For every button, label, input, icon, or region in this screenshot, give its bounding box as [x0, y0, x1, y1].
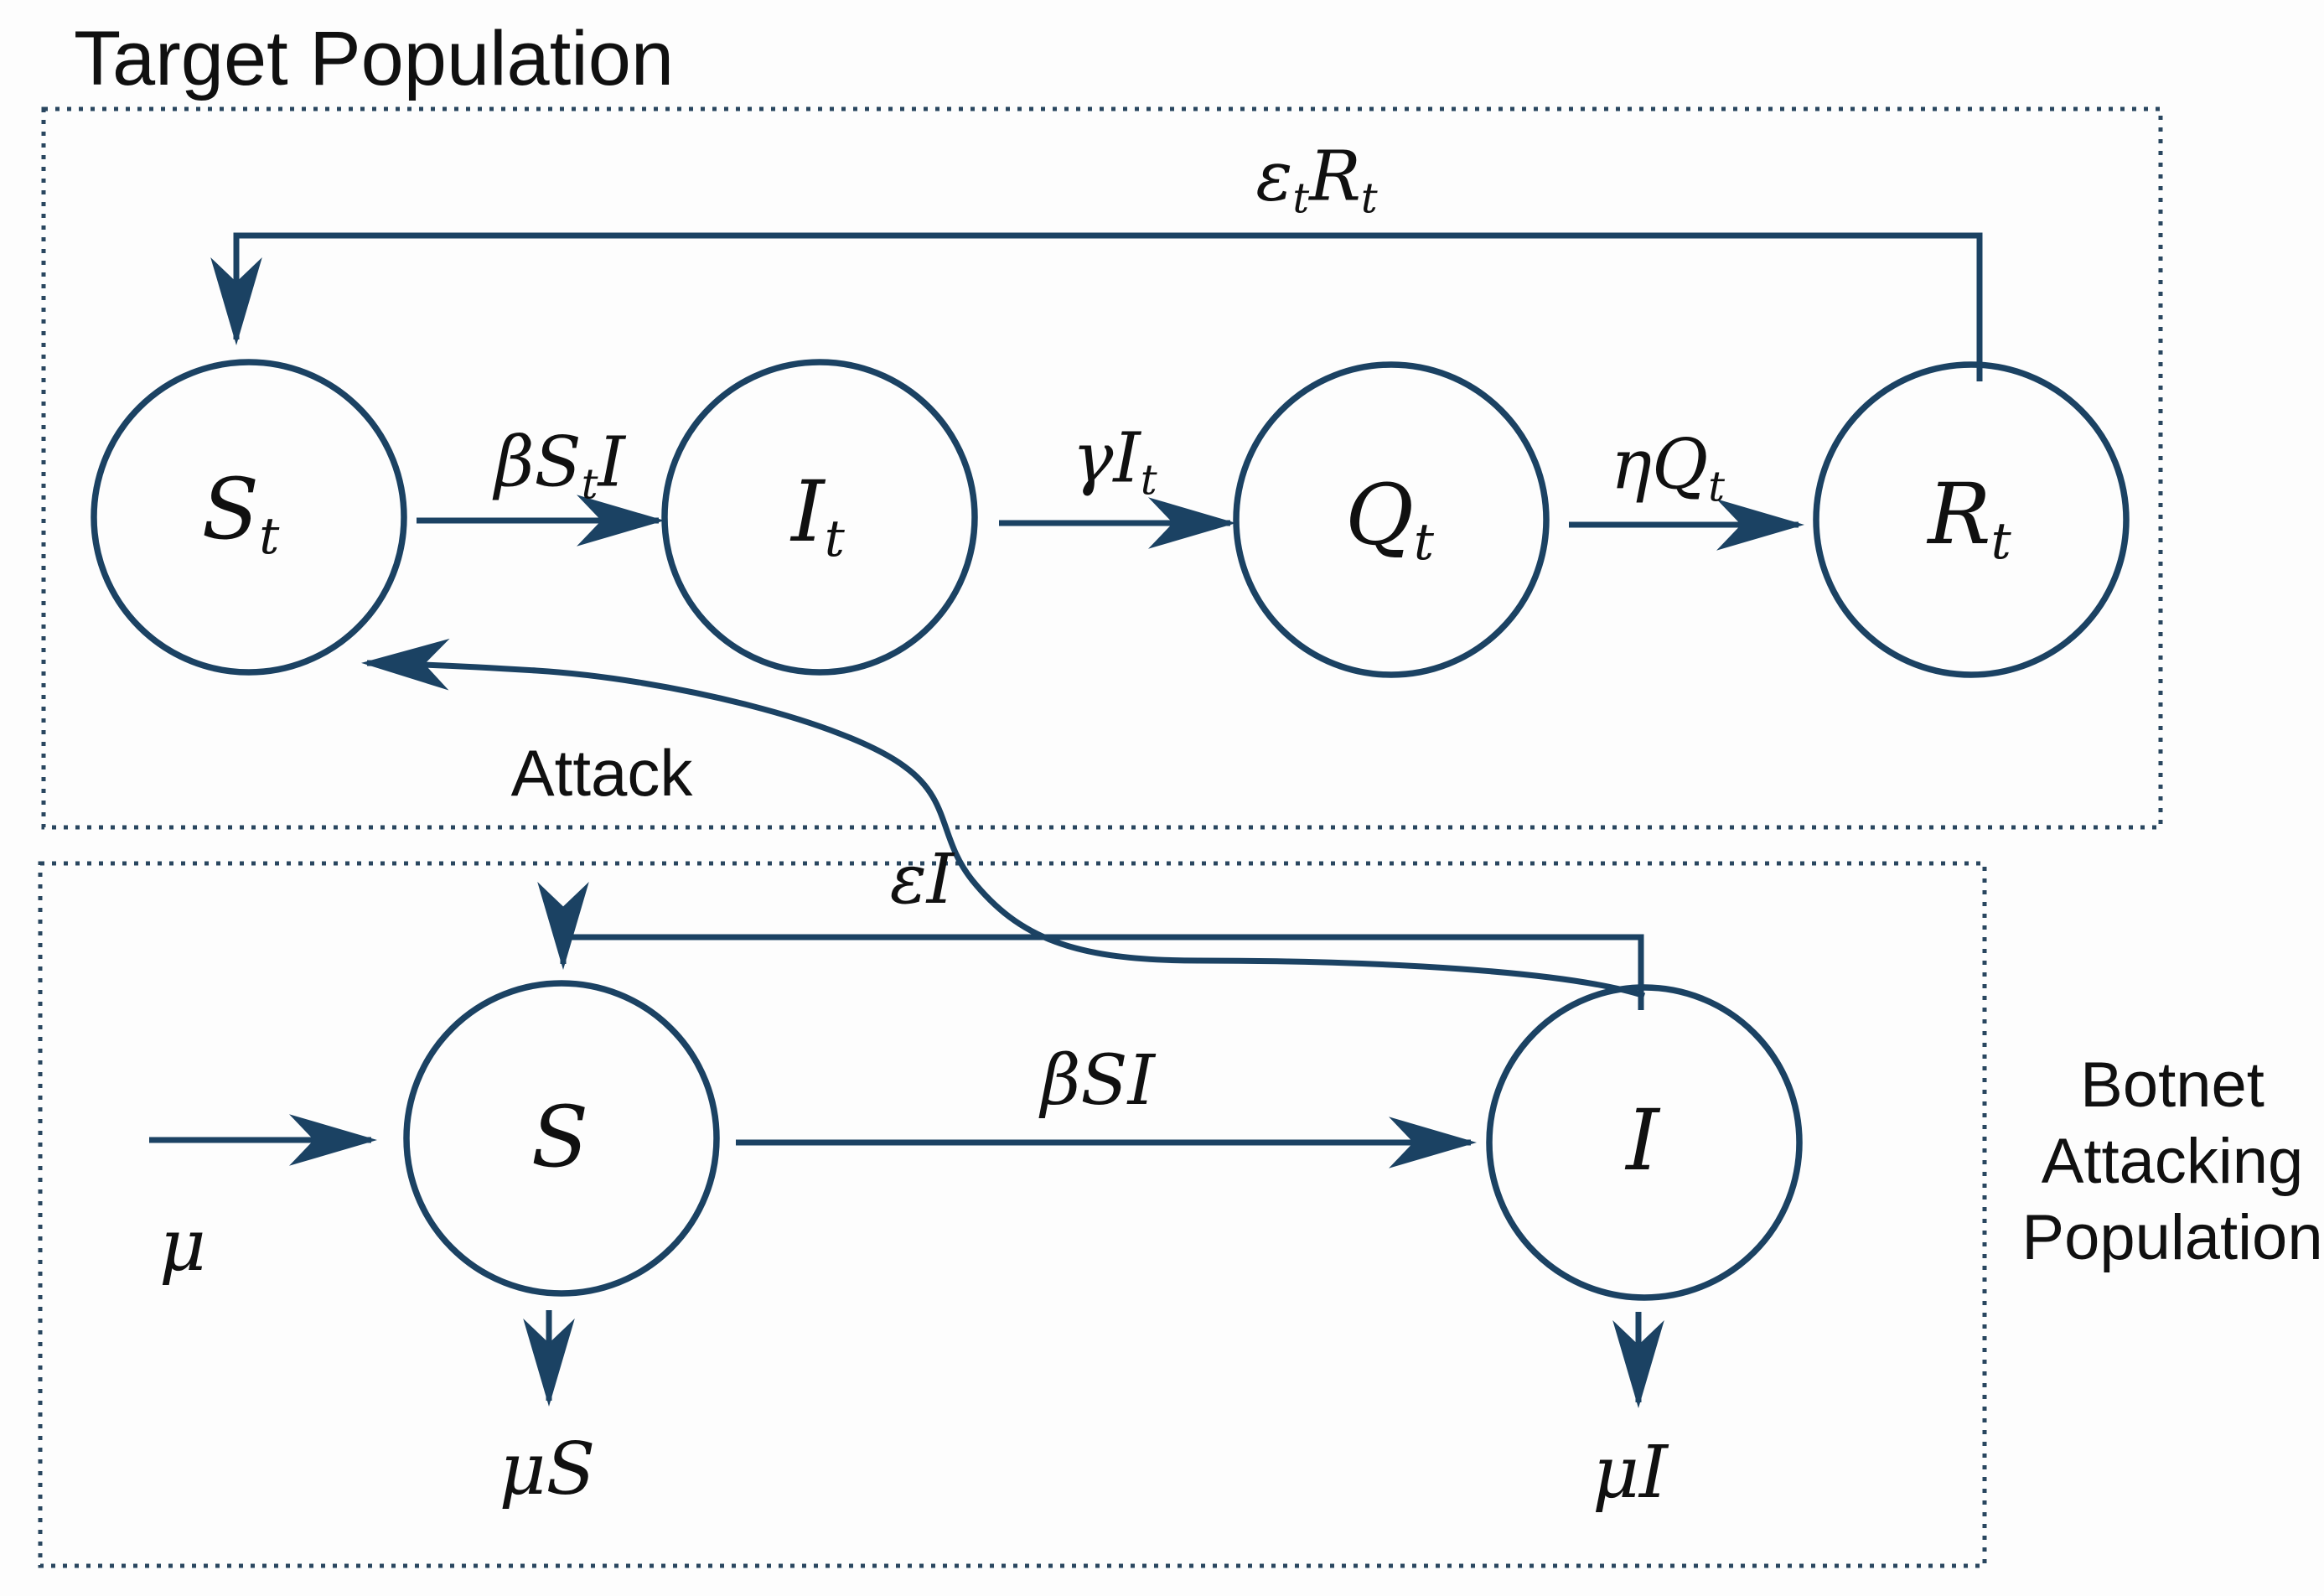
node-botnet-infected-circle: [1486, 984, 1803, 1301]
node-target-recovered-label: Rt: [1928, 465, 2011, 571]
target-population-box: [41, 106, 2163, 830]
botnet-population-box: [38, 861, 1987, 1568]
botnet-caption-line-3: Population: [2021, 1202, 2323, 1274]
node-target-susceptible-label: St: [201, 460, 280, 566]
flow-attack-arrow: [361, 638, 1646, 999]
flow-recruitment-label: μ: [159, 1204, 206, 1288]
flow-quarantine-label: γIt: [1072, 418, 1157, 505]
flow-release-arrow: [537, 882, 1644, 1010]
node-target-infected-label: It: [791, 463, 845, 568]
flow-death-infected-label: μI: [1592, 1431, 1668, 1515]
botnet-caption-line-1: Botnet: [2080, 1049, 2264, 1122]
flow-attack-label: Attack: [510, 736, 693, 810]
node-target-susceptible-circle: [91, 359, 407, 676]
flow-resusceptible-arrow: [210, 232, 1983, 381]
flow-resusceptible-label: εtRt: [1255, 137, 1378, 223]
flow-infection-label: βStI: [494, 422, 625, 509]
node-botnet-susceptible-label: S: [531, 1088, 589, 1186]
flow-death-susceptible-label: μS: [499, 1428, 596, 1511]
flow-botnet-infection-label: βSI: [1041, 1041, 1155, 1121]
node-target-infected-circle: [661, 359, 978, 676]
node-botnet-infected-label: I: [1626, 1091, 1659, 1189]
flow-recovery-label: ηQt: [1610, 425, 1726, 511]
node-target-quarantined-label: Qt: [1344, 466, 1435, 572]
botnet-caption: Botnet Attacking Population: [2021, 1047, 2322, 1277]
node-target-recovered-circle: [1813, 361, 2130, 678]
page-title: Target Population: [74, 16, 675, 101]
node-botnet-susceptible-circle: [403, 980, 720, 1297]
flow-release-label: εI: [889, 840, 955, 920]
botnet-caption-line-2: Attacking: [2041, 1126, 2304, 1198]
node-target-quarantined-circle: [1233, 361, 1550, 678]
